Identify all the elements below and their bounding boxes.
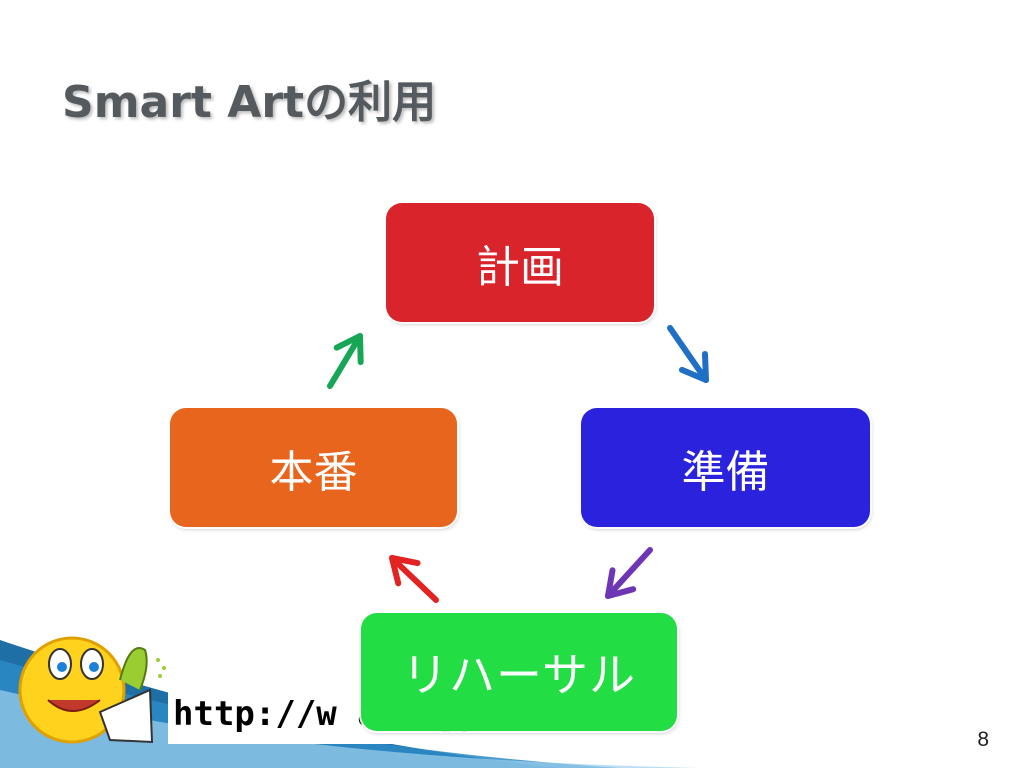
arrow-preparation-to-rehearsal: [605, 547, 653, 599]
cycle-node-preparation[interactable]: 準備: [581, 408, 870, 527]
arrow-performance-to-plan: [327, 333, 363, 389]
arrow-rehearsal-to-performance: [389, 555, 439, 603]
cycle-node-rehearsal[interactable]: リハーサル: [361, 613, 677, 731]
arrow-plan-to-preparation: [667, 325, 709, 383]
arrow-preparation-to-rehearsal-head: [605, 567, 637, 599]
arrow-plan-to-preparation-head: [678, 350, 709, 383]
slide-title: Smart Artの利用: [62, 77, 437, 128]
arrow-rehearsal-to-performance-head: [389, 555, 421, 587]
page-number: 8: [977, 728, 989, 751]
cycle-node-performance[interactable]: 本番: [170, 408, 457, 527]
cycle-node-plan[interactable]: 計画: [386, 203, 654, 322]
cycle-node-plan-label: 計画: [476, 241, 564, 293]
cycle-node-rehearsal-label: リハーサル: [401, 648, 637, 702]
cycle-node-preparation-label: 準備: [681, 446, 770, 498]
arrow-performance-to-plan-head: [333, 333, 364, 366]
cycle-node-performance-label: 本番: [269, 446, 358, 498]
